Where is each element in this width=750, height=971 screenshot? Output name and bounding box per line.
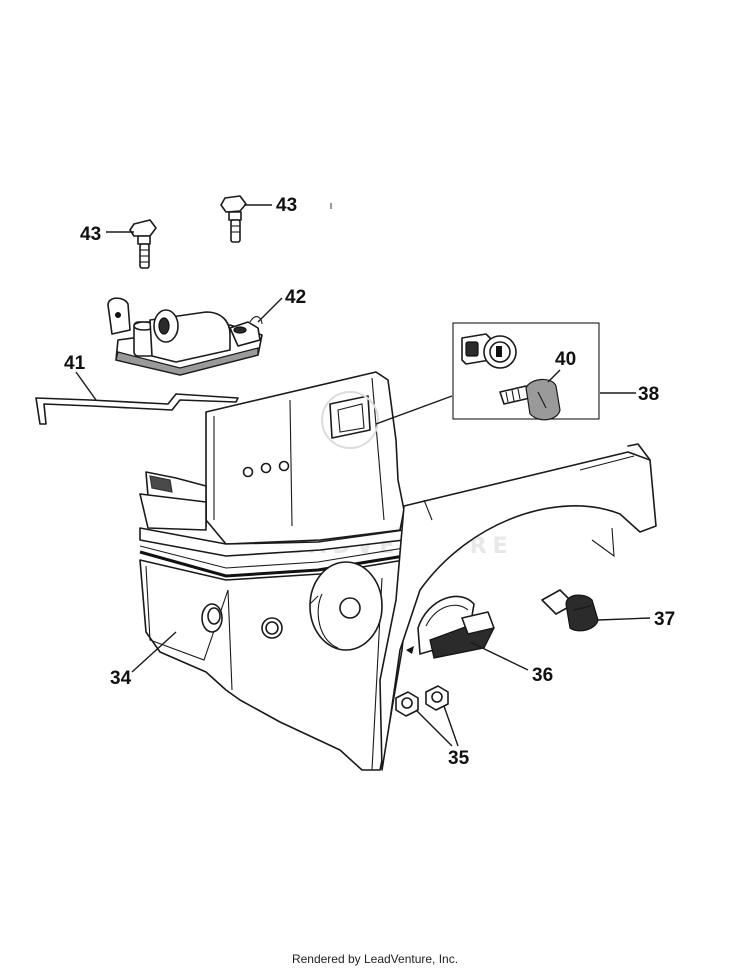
bolt-43-left[interactable] [129,219,157,269]
housing-34[interactable] [139,371,409,771]
callout-40: 40 [555,349,576,370]
side-shroud [379,443,657,771]
strip-41[interactable] [35,393,239,425]
callout-41: 41 [64,353,86,374]
nut-35-right[interactable] [425,685,449,711]
leader-lines [75,204,651,747]
inset-box-38 [452,322,600,420]
footer-credit: Rendered by LeadVenture, Inc. [291,952,459,966]
callout-43-left: 43 [80,224,101,245]
callout-35: 35 [448,748,470,769]
callout-36: 36 [532,665,553,686]
key-40[interactable] [499,378,561,421]
bolt-43-right[interactable] [220,195,247,243]
handle-36[interactable] [406,595,495,659]
callout-34: 34 [110,668,132,689]
callout-37: 37 [654,609,675,630]
bracket-42[interactable] [107,297,263,376]
knob-37[interactable] [541,589,599,632]
ignition-switch-38[interactable] [461,333,517,369]
callout-42: 42 [285,287,306,308]
callout-38: 38 [638,384,659,405]
callout-43-right: 43 [276,195,297,216]
nut-35-left[interactable] [395,691,419,717]
